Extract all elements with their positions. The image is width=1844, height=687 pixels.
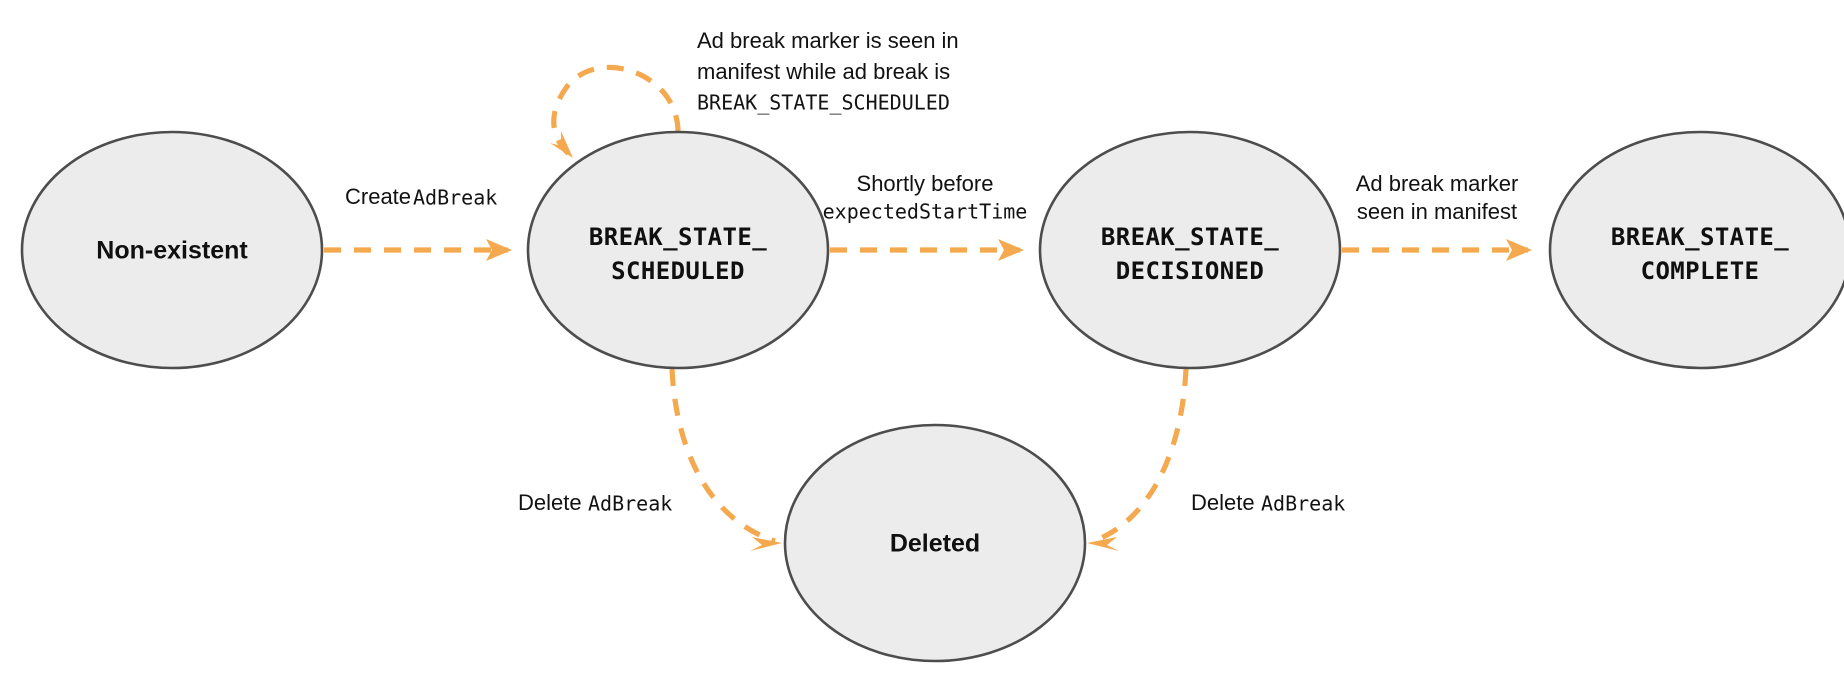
edge-delete-adbreak-from-decisioned-path — [1093, 368, 1189, 544]
edge-shortly-before-expected-start-time-arrowhead — [998, 239, 1024, 261]
edge-label-delete-adbreak-from-decisioned-entity: AdBreak — [1261, 492, 1345, 516]
edge-create-adbreak — [324, 239, 512, 261]
edge-label-delete-adbreak-from-scheduled-verb: Delete — [518, 490, 582, 515]
node-break-state-decisioned-label-line2: DECISIONED — [1116, 257, 1265, 285]
edge-marker-seen-while-scheduled-path — [551, 64, 681, 156]
node-break-state-complete-label-line2: COMPLETE — [1641, 257, 1760, 285]
edge-shortly-before-expected-start-time — [830, 239, 1024, 261]
edge-label-create-adbreak-entity: AdBreak — [413, 186, 497, 210]
edge-label-create-adbreak: Create AdBreak — [345, 184, 497, 210]
edge-delete-adbreak-from-scheduled — [669, 368, 782, 551]
node-non-existent-label: Non-existent — [96, 237, 248, 265]
node-break-state-complete-shape[interactable] — [1548, 130, 1844, 370]
edge-marker-seen-while-scheduled-arrowhead — [550, 131, 573, 158]
edge-label-marker-seen-while-scheduled-line2: manifest while ad break is — [697, 59, 950, 84]
node-break-state-decisioned-label-line1: BREAK_STATE_ — [1101, 223, 1279, 251]
node-deleted-label: Deleted — [890, 530, 980, 558]
edge-delete-adbreak-from-decisioned-arrowhead — [1087, 537, 1119, 551]
edge-label-marker-seen-while-scheduled: Ad break marker is seen in manifest whil… — [697, 28, 959, 115]
edge-delete-adbreak-from-scheduled-path — [669, 368, 776, 544]
node-break-state-scheduled-shape[interactable] — [526, 130, 830, 370]
edge-label-delete-adbreak-from-decisioned-verb: Delete — [1191, 490, 1255, 515]
edge-label-delete-adbreak-from-decisioned: Delete AdBreak — [1191, 490, 1345, 516]
node-break-state-decisioned[interactable]: BREAK_STATE_ DECISIONED — [1038, 130, 1342, 370]
edge-marker-seen-while-scheduled — [550, 64, 681, 158]
node-break-state-decisioned-shape[interactable] — [1038, 130, 1342, 370]
edge-label-shortly-before-expected-start-time: Shortly before expectedStartTime — [823, 171, 1028, 224]
edge-label-create-adbreak-verb: Create — [345, 184, 411, 209]
edge-label-delete-adbreak-from-scheduled-entity: AdBreak — [588, 492, 672, 516]
edge-marker-seen-in-manifest — [1342, 239, 1532, 261]
node-deleted-shape[interactable] — [783, 423, 1087, 663]
node-non-existent[interactable]: Non-existent — [20, 130, 324, 370]
edge-delete-adbreak-from-decisioned — [1087, 368, 1189, 551]
edge-delete-adbreak-from-scheduled-arrowhead — [750, 537, 782, 551]
node-break-state-scheduled-label-line2: SCHEDULED — [611, 257, 745, 285]
edge-label-marker-seen-while-scheduled-line1: Ad break marker is seen in — [697, 28, 959, 53]
edge-label-marker-seen-in-manifest-line2: seen in manifest — [1357, 199, 1517, 224]
node-non-existent-shape[interactable] — [20, 130, 324, 370]
edge-create-adbreak-arrowhead — [486, 239, 512, 261]
edge-label-shortly-before-expected-start-time-line1: Shortly before — [857, 171, 994, 196]
node-break-state-complete-label-line1: BREAK_STATE_ — [1611, 223, 1789, 251]
node-deleted[interactable]: Deleted — [783, 423, 1087, 663]
node-break-state-complete[interactable]: BREAK_STATE_ COMPLETE — [1548, 130, 1844, 370]
edge-marker-seen-in-manifest-arrowhead — [1506, 239, 1532, 261]
edge-label-shortly-before-expected-start-time-line2: expectedStartTime — [823, 200, 1028, 224]
edge-label-delete-adbreak-from-scheduled: Delete AdBreak — [518, 490, 672, 516]
edge-label-marker-seen-in-manifest: Ad break marker seen in manifest — [1356, 171, 1519, 224]
node-break-state-scheduled-label-line1: BREAK_STATE_ — [589, 223, 767, 251]
edge-label-marker-seen-while-scheduled-line3: BREAK_STATE_SCHEDULED — [697, 91, 950, 115]
edge-label-marker-seen-in-manifest-line1: Ad break marker — [1356, 171, 1519, 196]
node-break-state-scheduled[interactable]: BREAK_STATE_ SCHEDULED — [526, 130, 830, 370]
